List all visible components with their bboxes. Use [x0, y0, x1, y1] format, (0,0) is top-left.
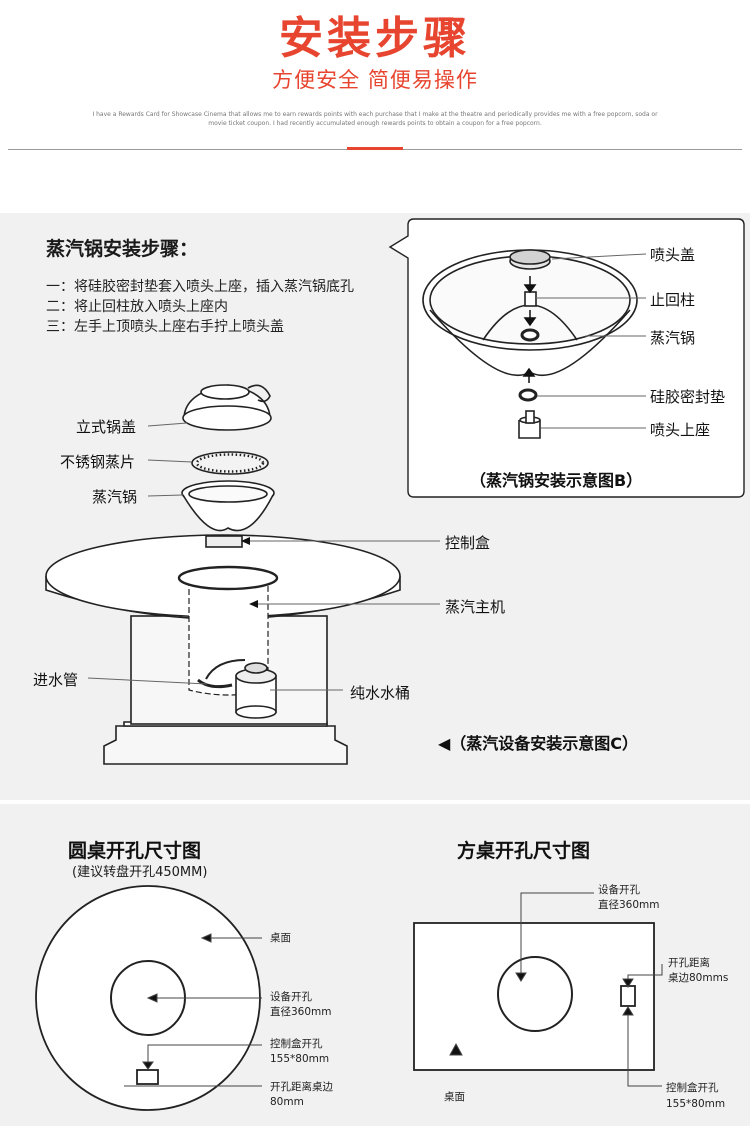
- header-accent-bar: [347, 147, 403, 150]
- round-cutout-leaders: [124, 933, 262, 1087]
- label-water-bucket: 纯水水桶: [350, 684, 411, 702]
- square-label-control-hole: 控制盒开孔: [666, 1082, 719, 1094]
- steam-pot-b-illustration: [422, 249, 638, 439]
- round-label-edge-value: 80mm: [270, 1096, 304, 1108]
- steamer-steps-heading: 蒸汽锅安装步骤：: [46, 238, 199, 260]
- square-label-tabletop: 桌面: [444, 1091, 465, 1103]
- round-table-title: 圆桌开孔尺寸图: [68, 840, 202, 862]
- page-subtitle: 方便安全 简便易操作: [272, 68, 478, 92]
- page-title: 安装步骤: [279, 13, 471, 64]
- label-control-box: 控制盒: [445, 534, 491, 552]
- square-cutout-leaders: [449, 892, 663, 1087]
- label-nozzle-seat: 喷头上座: [650, 421, 711, 439]
- square-label-edge-value: 桌边80mms: [668, 972, 729, 984]
- step-2: 二：将止回柱放入喷头上座内: [46, 299, 228, 315]
- label-steam-plate: 不锈钢蒸片: [60, 453, 136, 471]
- diagram-b-leaders: [536, 253, 647, 429]
- square-cutout-diagram: [413, 922, 655, 1071]
- diagram-c-caption: ◀（蒸汽设备安装示意图C）: [438, 734, 639, 753]
- step-3: 三：左手上顶喷头上座右手拧上喷头盖: [46, 319, 284, 335]
- label-nozzle-cap: 喷头盖: [650, 246, 696, 264]
- round-label-control-size: 155*80mm: [270, 1053, 330, 1065]
- label-pot-b: 蒸汽锅: [650, 329, 696, 347]
- label-steam-pot: 蒸汽锅: [92, 488, 138, 506]
- round-label-control-hole: 控制盒开孔: [270, 1038, 323, 1050]
- label-steam-host: 蒸汽主机: [445, 598, 506, 616]
- diagram-b-caption: （蒸汽锅安装示意图B）: [470, 471, 643, 490]
- round-label-tabletop: 桌面: [270, 932, 291, 944]
- square-table-title: 方桌开孔尺寸图: [457, 840, 591, 862]
- square-label-diameter: 直径360mm: [598, 899, 660, 911]
- square-label-control-size: 155*80mm: [666, 1098, 726, 1110]
- exploded-steamer-leaders: [147, 422, 193, 497]
- round-label-device-hole: 设备开孔: [270, 991, 312, 1003]
- exploded-steamer-illustration: [181, 384, 275, 532]
- diagram-c-arrowheads: [241, 537, 258, 608]
- round-table-illustration: [45, 534, 401, 765]
- label-lid: 立式锅盖: [76, 418, 137, 436]
- label-silicone-gasket: 硅胶密封垫: [650, 388, 726, 406]
- round-label-edge-distance: 开孔距离桌边: [270, 1081, 333, 1093]
- diagram-b-arrows: [522, 276, 537, 383]
- label-check-post: 止回柱: [650, 291, 696, 309]
- diagram-c-leaders: [87, 540, 440, 691]
- round-label-diameter: 直径360mm: [270, 1006, 332, 1018]
- square-label-edge-distance: 开孔距离: [668, 957, 710, 969]
- fine-print-text: I have a Rewards Card for Showcase Cinem…: [92, 111, 658, 127]
- step-1: 一：将硅胶密封垫套入喷头上座，插入蒸汽锅底孔: [46, 279, 354, 295]
- label-inlet-pipe: 进水管: [33, 671, 79, 689]
- round-table-note: (建议转盘开孔450MM): [72, 865, 208, 880]
- square-label-device-hole: 设备开孔: [598, 884, 640, 896]
